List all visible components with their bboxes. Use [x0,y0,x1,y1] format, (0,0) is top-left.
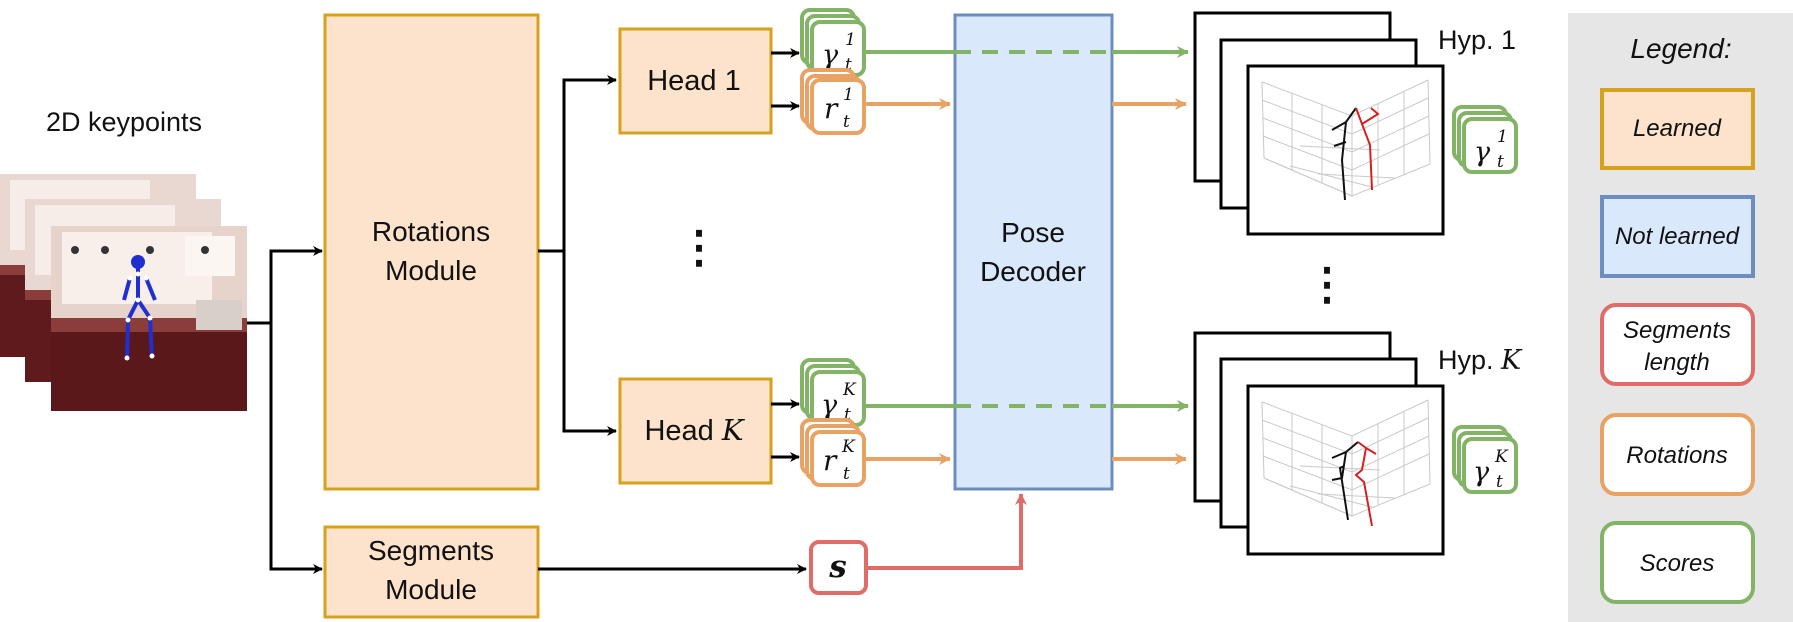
plot-3d-1 [1261,79,1431,197]
rotations-module-label-1: Rotations [372,216,490,247]
legend-learned-label: Learned [1633,115,1722,142]
head-1-label: Head 1 [647,65,741,97]
output-score-token-1: γ 1 t [1452,105,1518,174]
output-score-1-gamma: γ [1474,137,1491,168]
score-token-1: γ 1 t [800,8,866,77]
skeleton-2d [122,255,157,361]
head-connectors [538,75,617,436]
legend-segments-label-1: Segments [1623,317,1731,344]
legend: Legend: Learned Not learned Segments len… [1568,13,1793,622]
rotations-module: Rotations Module [323,13,540,491]
hypothesis-1-frames [1193,11,1445,236]
hypothesis-1-index: 1 [1501,25,1516,55]
hypothesis-k-text: Hyp. [1438,345,1501,375]
score-k-sup: K [842,380,857,400]
hypothesis-k-frames [1193,331,1445,556]
segment-length-s: s [828,549,846,585]
score-1-sub: t [845,55,852,75]
score-1-gamma: γ [822,40,839,71]
legend-scores-label: Scores [1640,550,1715,577]
segments-module-label-1: Segments [368,535,494,566]
segment-length-token: s [809,540,868,595]
rotation-1-sup: 1 [843,85,854,105]
output-score-1-sub: t [1497,152,1504,172]
segments-module: Segments Module [323,525,540,619]
hypotheses-ellipsis: ⋮ [1305,260,1349,309]
skeleton-3d-k [1331,441,1377,527]
hypothesis-k-label: Hyp. K [1438,345,1523,376]
output-score-1-sup: 1 [1497,127,1508,147]
legend-item-scores: Scores [1600,521,1755,604]
output-score-k-sup: K [1494,447,1509,467]
rotations-module-label-2: Module [385,255,477,286]
legend-item-rotations: Rotations [1600,413,1755,496]
token-connectors [771,48,800,462]
pose-decoder-label-2: Decoder [980,256,1086,287]
keypoint-frame [51,226,247,411]
head-1: Head 1 [618,27,773,135]
legend-item-learned: Learned [1600,88,1755,170]
hypothesis-1-text: Hyp. [1438,25,1501,55]
hypothesis-k-index: K [1500,345,1523,376]
legend-item-not-learned: Not learned [1600,195,1755,278]
rotation-k-sub: t [843,464,850,484]
segment-flow [538,493,1027,574]
heads-ellipsis: ⋮ [677,223,721,272]
head-k-index: K [721,413,746,447]
legend-not-learned-label: Not learned [1615,223,1740,250]
output-score-k-sub: t [1496,472,1503,492]
plot-3d-k [1261,399,1431,517]
legend-rotations-label: Rotations [1626,442,1727,469]
rotation-1-r: r [824,92,839,125]
rotation-flows [866,98,1187,465]
rotation-1-sub: t [843,112,850,132]
rotation-k-r: r [823,444,838,477]
hypothesis-1-label: Hyp. 1 [1438,25,1516,55]
skeleton-3d-1 [1331,107,1380,201]
legend-segments-label-2: length [1644,349,1709,376]
keypoint-frames [0,174,247,411]
head-1-index: 1 [725,65,741,97]
score-k-gamma: γ [821,390,838,421]
rotation-token-k: r K t [800,418,866,487]
legend-title: Legend: [1630,33,1731,64]
pose-decoder: Pose Decoder [953,13,1114,491]
score-1-sup: 1 [845,30,856,50]
legend-item-segments-length: Segments length [1600,303,1755,386]
head-k-label: Head K [644,413,745,447]
head-1-text: Head [647,65,724,97]
output-score-token-k: γ K t [1452,425,1518,494]
rotation-k-sup: K [841,437,856,457]
segments-module-label-2: Module [385,574,477,605]
head-k-text: Head [644,415,721,447]
rotation-token-1: r 1 t [800,68,866,135]
score-k-sub: t [844,405,851,425]
input-title: 2D keypoints [46,107,202,137]
pose-decoder-label-1: Pose [1001,217,1065,248]
head-k: Head K [618,377,773,485]
output-score-k-gamma: γ [1473,457,1490,488]
score-token-k: γ K t [800,358,866,427]
input-connectors [247,246,323,574]
